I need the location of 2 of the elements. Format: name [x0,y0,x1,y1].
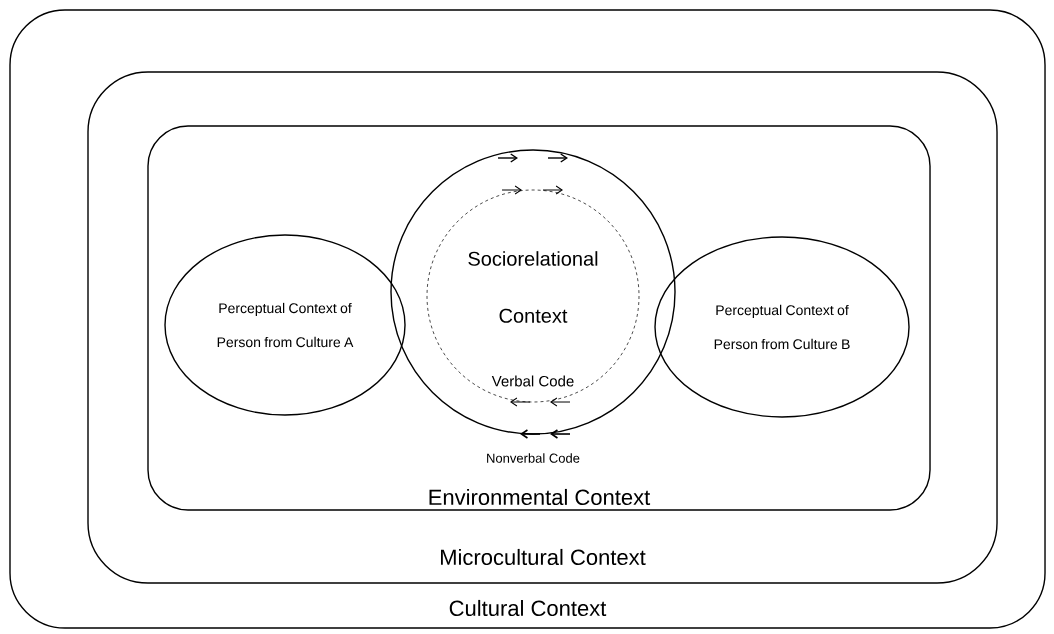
code-label: Verbal Code [491,375,574,387]
code-label: Nonverbal Code [487,453,580,463]
